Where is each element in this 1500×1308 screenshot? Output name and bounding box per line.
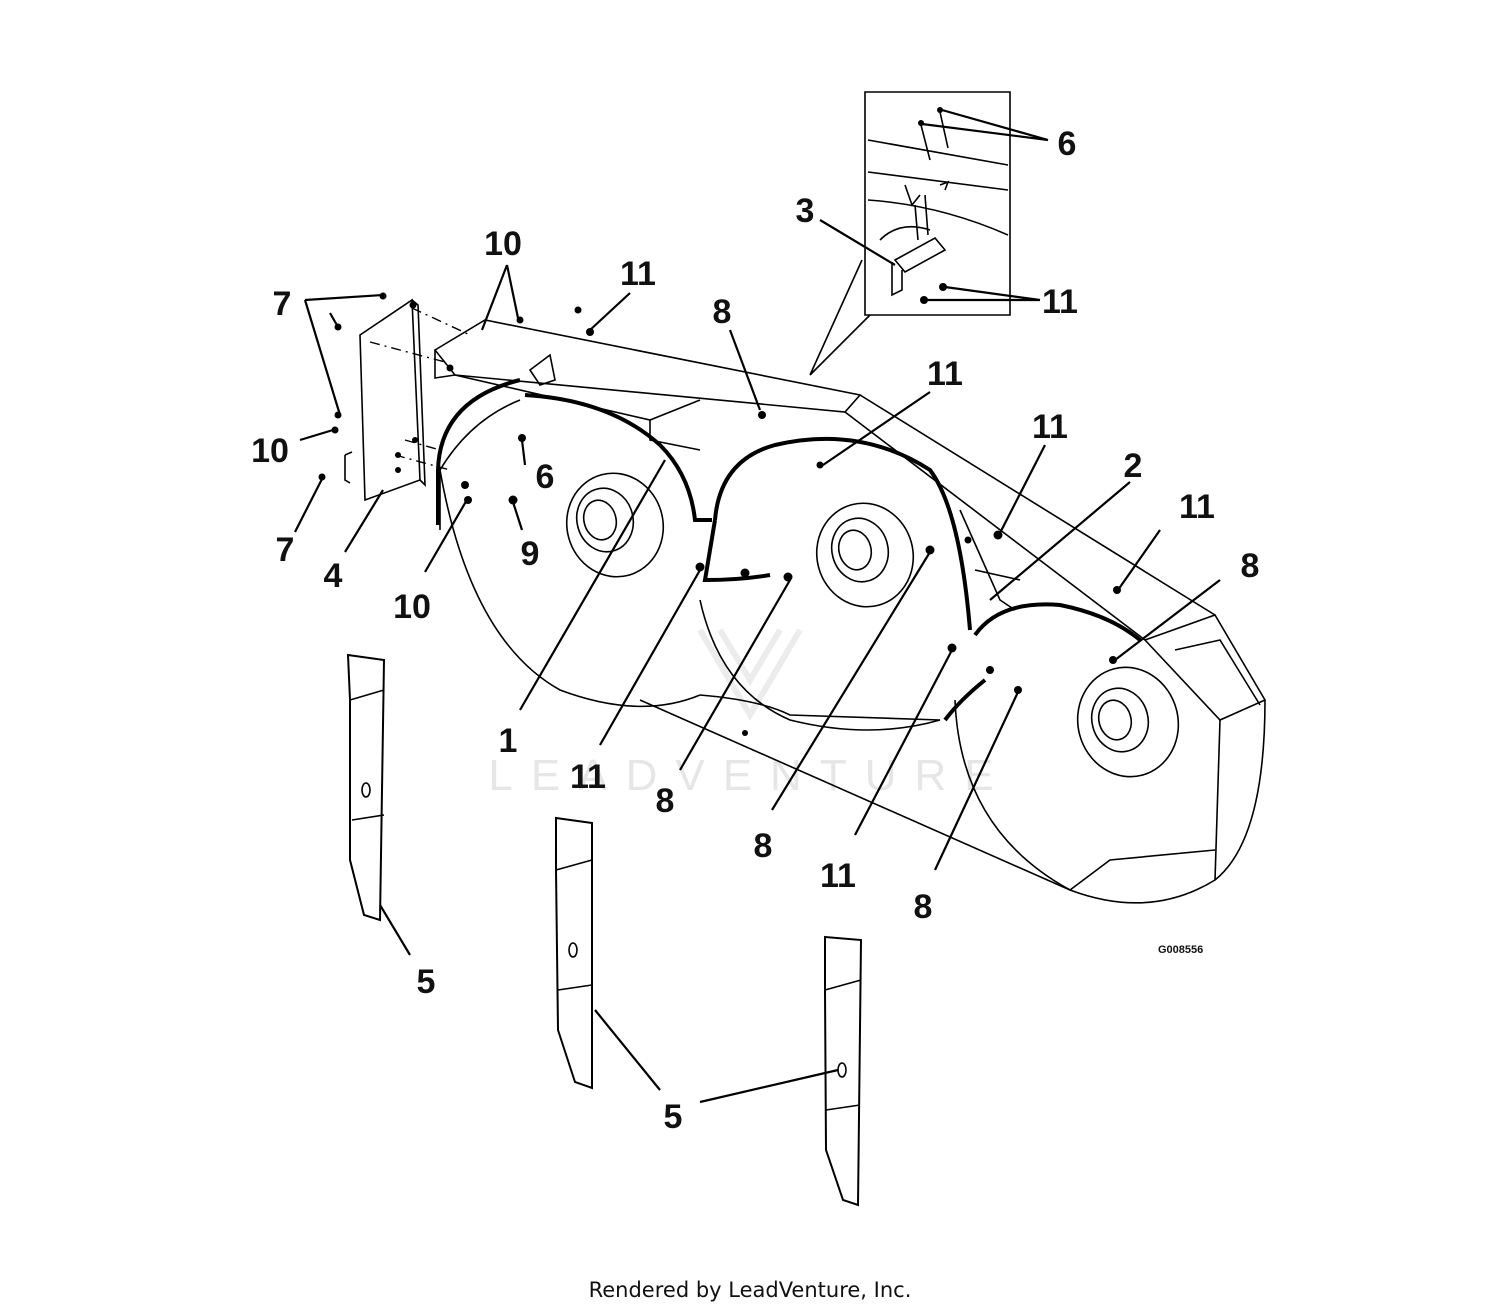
blade-middle bbox=[555, 816, 593, 1090]
callout-4: 4 bbox=[324, 557, 343, 595]
callout-11-mid: 11 bbox=[927, 355, 963, 393]
callout-7-top: 7 bbox=[273, 285, 292, 323]
footer-credit: Rendered by LeadVenture, Inc. bbox=[589, 1278, 912, 1302]
callout-8-right: 8 bbox=[1241, 547, 1260, 585]
callout-8-top: 8 bbox=[713, 293, 732, 331]
callout-9: 9 bbox=[521, 535, 540, 573]
callout-3: 3 bbox=[796, 192, 815, 230]
callout-11-right: 11 bbox=[1032, 408, 1068, 446]
callout-7-bottom: 7 bbox=[276, 531, 295, 569]
right-spindle-hub bbox=[1076, 666, 1180, 778]
front-cross-bar bbox=[433, 306, 862, 451]
watermark-logo bbox=[697, 628, 803, 721]
callout-2: 2 bbox=[1124, 447, 1143, 485]
leader-lines bbox=[294, 108, 1221, 1104]
callout-10-top: 10 bbox=[484, 225, 522, 263]
figure-id: G008556 bbox=[1158, 944, 1203, 956]
callout-11-low2: 11 bbox=[820, 857, 856, 895]
blade-left bbox=[346, 653, 386, 922]
callout-10-left: 10 bbox=[251, 432, 289, 470]
left-spindle-hub bbox=[565, 472, 665, 578]
middle-spindle-hub bbox=[815, 502, 915, 608]
callout-6-inset: 6 bbox=[1058, 125, 1077, 163]
callout-11-far: 11 bbox=[1179, 488, 1215, 526]
front-bracket bbox=[344, 298, 426, 502]
callout-5-b: 5 bbox=[664, 1098, 683, 1136]
callout-11-inset: 11 bbox=[1042, 283, 1078, 321]
callout-8-low3: 8 bbox=[914, 888, 933, 926]
callout-1: 1 bbox=[499, 722, 518, 760]
callout-6-left: 6 bbox=[536, 458, 555, 496]
callout-5-a: 5 bbox=[417, 963, 436, 1001]
callout-11-low1: 11 bbox=[570, 758, 606, 796]
callout-8-low2: 8 bbox=[754, 827, 773, 865]
inset-detail bbox=[864, 91, 1011, 316]
callout-10-bottom: 10 bbox=[393, 588, 431, 626]
callout-8-low1: 8 bbox=[656, 782, 675, 820]
blade-right bbox=[824, 935, 863, 1207]
mower-deck bbox=[436, 378, 1267, 904]
watermark-text: LEADVENTURE bbox=[488, 751, 1011, 800]
callout-11-top: 11 bbox=[620, 255, 656, 293]
